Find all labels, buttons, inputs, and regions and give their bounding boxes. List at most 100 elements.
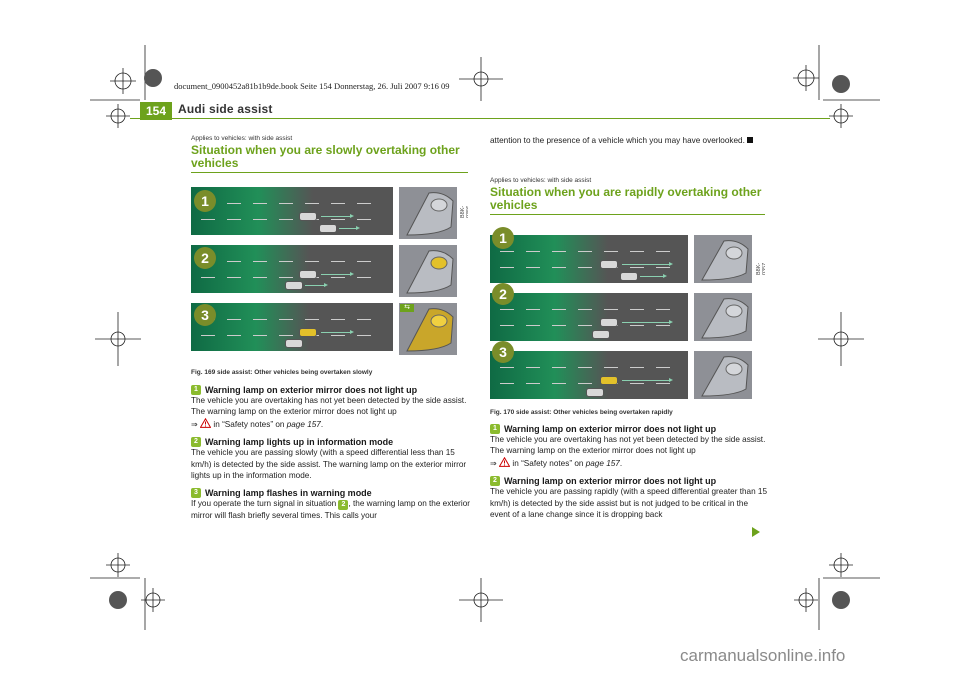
item-text: The vehicle you are passing slowly (with… — [191, 448, 467, 481]
item-title: Warning lamp on exterior mirror does not… — [205, 385, 418, 395]
road-lane-3 — [191, 303, 393, 351]
mirror-icon — [406, 308, 454, 352]
item-heading: 1 Warning lamp on exterior mirror does no… — [490, 424, 768, 434]
road-lane-1 — [191, 187, 393, 235]
text: The vehicle you are overtaking has not y… — [191, 396, 467, 417]
car — [299, 212, 317, 221]
arrow-ref: ⇒ — [490, 458, 497, 468]
applies-note: Applies to vehicles: with side assist — [490, 177, 592, 184]
car — [620, 272, 638, 281]
item-title: Warning lamp flashes in warning mode — [205, 488, 372, 499]
mirror-icon — [701, 240, 749, 281]
car — [285, 339, 303, 348]
item-title: Warning lamp on exterior mirror does not… — [504, 476, 717, 487]
item-title: Warning lamp on exterior mirror does not… — [504, 424, 717, 434]
figure-caption: Fig. 170 side assist: Other vehicles bei… — [490, 409, 673, 416]
car — [600, 376, 618, 385]
exterior-mirror-image — [694, 351, 752, 399]
figure-badge: 1 — [194, 190, 216, 212]
right-section-header: Applies to vehicles: with side assist Si… — [490, 177, 765, 215]
page-ref-link[interactable]: page 157 — [585, 458, 620, 468]
arrow — [321, 272, 354, 276]
figure-badge: 3 — [492, 341, 514, 363]
text: . — [619, 458, 623, 468]
item-heading: 3 Warning lamp flashes in warning mode — [191, 488, 471, 499]
continue-arrow-icon — [752, 527, 760, 537]
car — [586, 388, 604, 397]
figure-badge: 1 — [492, 227, 514, 249]
text: . — [320, 419, 324, 429]
situation-ref-number: 2 — [338, 500, 349, 511]
warning-triangle-icon — [499, 456, 511, 467]
text: in “Safety notes” on — [211, 419, 287, 429]
car — [600, 260, 618, 269]
road-lane-3 — [490, 351, 688, 399]
item-heading: 2 Warning lamp lights up in information m… — [191, 437, 471, 448]
road-lane-1 — [490, 235, 688, 283]
exterior-mirror-image — [694, 235, 752, 283]
car — [592, 330, 610, 339]
exterior-mirror-image — [399, 187, 457, 239]
mirror-icon — [701, 356, 749, 397]
end-square-icon — [747, 137, 754, 143]
page-number-box — [140, 102, 172, 120]
arrow — [321, 330, 354, 334]
text: , the warning lamp on the exterior mirro… — [191, 499, 470, 521]
right-continued: attention to the presence of a vehicle w… — [490, 135, 765, 146]
figure-badge: 2 — [194, 247, 216, 269]
mirror-icon — [406, 250, 454, 294]
arrow — [622, 320, 673, 324]
header-rule — [130, 118, 830, 119]
arrow — [622, 378, 673, 382]
item-number: 1 — [490, 424, 500, 434]
exterior-mirror-image — [694, 293, 752, 341]
watermark: carmanualsonline.info — [680, 646, 846, 665]
car — [600, 318, 618, 327]
arrow — [321, 214, 354, 218]
text: If you operate the turn signal in situat… — [191, 499, 339, 509]
arrow — [622, 262, 673, 266]
figure-code: B8K-0356 — [460, 205, 468, 218]
item-number: 2 — [490, 476, 500, 487]
figure-badge: 3 — [194, 304, 216, 326]
page-ref-link[interactable]: page 157 — [286, 419, 321, 429]
item-title: Warning lamp lights up in information mo… — [205, 437, 394, 448]
heading-rule — [191, 172, 468, 173]
arrow — [339, 226, 360, 230]
left-section-header: Applies to vehicles: with side assist Si… — [191, 135, 468, 173]
book-info: document_0900452a81b1b9de.book Seite 154… — [174, 81, 450, 91]
car — [299, 270, 317, 279]
item-number: 2 — [191, 437, 201, 448]
road-lane-2 — [191, 245, 393, 293]
mirror-icon — [701, 298, 749, 339]
item-text: The vehicle you are overtaking has not y… — [191, 395, 471, 430]
item-heading: 2 Warning lamp on exterior mirror does no… — [490, 476, 768, 487]
text: The vehicle you are overtaking has not y… — [490, 435, 766, 456]
figure-170: 1 2 3 B8K-0357 — [490, 225, 765, 403]
item-text: If you operate the turn signal in situat… — [191, 498, 471, 521]
turn-signal-icon: ⇆ — [400, 304, 414, 312]
item-number: 3 — [191, 488, 201, 499]
item-text: The vehicle you are passing rapidly (wit… — [490, 487, 768, 520]
figure-code: B8K-0357 — [756, 262, 765, 275]
applies-note: Applies to vehicles: with side assist — [191, 135, 293, 142]
warning-triangle-icon — [200, 417, 212, 428]
car — [285, 281, 303, 290]
exterior-mirror-image — [399, 245, 457, 297]
item-text: The vehicle you are overtaking has not y… — [490, 434, 768, 469]
section-heading: Situation when you are rapidly overtakin… — [490, 185, 762, 212]
figure-badge: 2 — [492, 283, 514, 305]
page-number: 154 — [145, 104, 167, 118]
figure-caption: Fig. 169 side assist: Other vehicles bei… — [191, 369, 373, 376]
continued-text: attention to the presence of a vehicle w… — [490, 135, 765, 146]
car — [319, 224, 337, 233]
header-title: Audi side assist — [178, 102, 273, 116]
arrow — [305, 283, 328, 287]
heading-rule — [490, 214, 765, 215]
arrow — [640, 274, 667, 278]
mirror-icon — [406, 192, 454, 236]
road-lane-2 — [490, 293, 688, 341]
text: attention to the presence of a vehicle w… — [490, 136, 745, 145]
